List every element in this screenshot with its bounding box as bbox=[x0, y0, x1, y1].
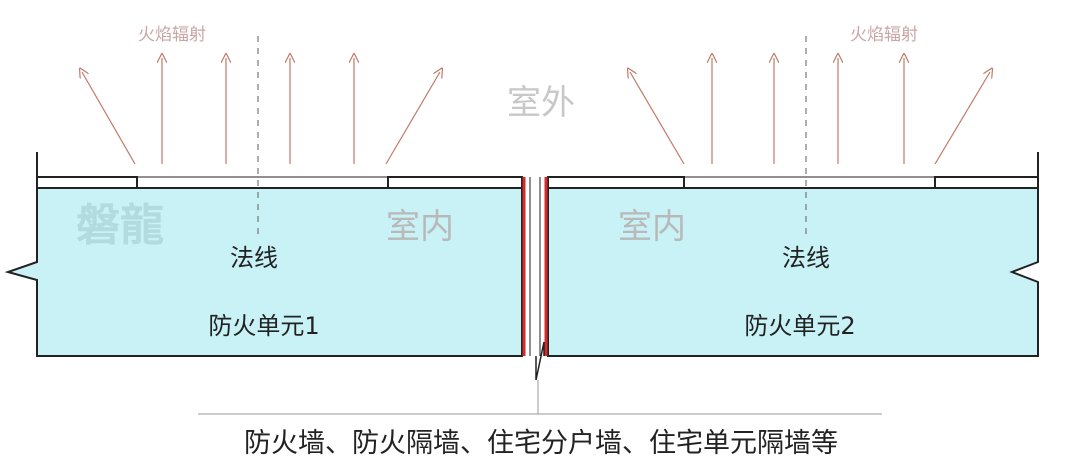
fire-wall bbox=[521, 177, 549, 381]
wall-segment-left-inner bbox=[387, 176, 523, 189]
watermark-logo: 磐龍 bbox=[76, 200, 164, 251]
indoor-label-right: 室内 bbox=[618, 207, 686, 247]
flame-radiation-arrows-left bbox=[82, 58, 440, 165]
fire-wall-caption: 防火墙、防火隔墙、住宅分户墙、住宅单元隔墙等 bbox=[244, 428, 838, 459]
flame-arrow bbox=[82, 72, 136, 165]
fire-unit-label-left: 防火单元1 bbox=[208, 312, 319, 340]
wall-break-mark bbox=[535, 341, 545, 381]
outdoor-label: 室外 bbox=[507, 83, 575, 123]
flame-radiation-label-right: 火焰辐射 bbox=[850, 25, 918, 45]
flame-arrow bbox=[385, 72, 440, 165]
normal-label-left: 法线 bbox=[230, 244, 278, 272]
flame-arrow bbox=[934, 72, 990, 165]
fire-unit-label-right: 防火单元2 bbox=[744, 312, 855, 340]
flame-arrow bbox=[630, 72, 685, 165]
wall-segment-left-outer bbox=[36, 176, 138, 189]
wall-segment-right-inner bbox=[547, 176, 685, 189]
wall-segment-right-outer bbox=[934, 176, 1039, 189]
caption-leader bbox=[198, 380, 882, 415]
fire-compartment-right bbox=[547, 187, 1039, 357]
normal-label-right: 法线 bbox=[782, 244, 830, 272]
flame-radiation-label-left: 火焰辐射 bbox=[138, 25, 206, 45]
flame-radiation-arrows-right bbox=[630, 58, 990, 165]
indoor-label-left: 室内 bbox=[386, 207, 454, 247]
